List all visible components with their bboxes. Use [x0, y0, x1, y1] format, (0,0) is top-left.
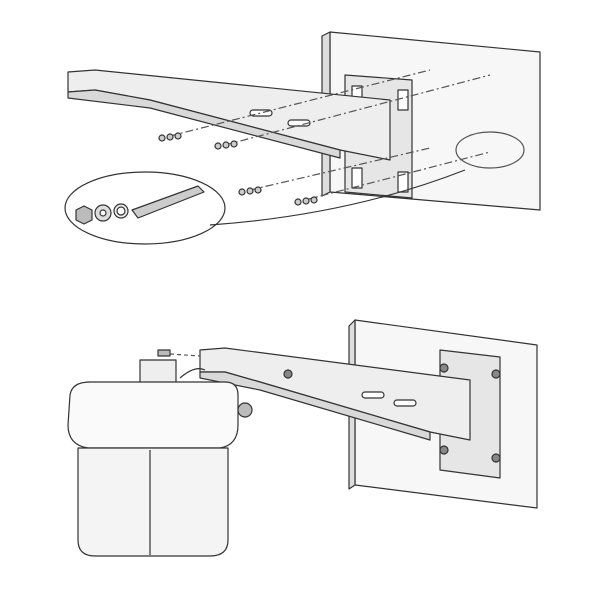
screw-bottom [157, 349, 293, 379]
bolts-top [158, 132, 318, 206]
alignment-lines-top [169, 69, 491, 201]
access-point [67, 359, 253, 557]
detail-callout-top [64, 131, 525, 245]
bracket-arm-bottom [199, 347, 471, 441]
